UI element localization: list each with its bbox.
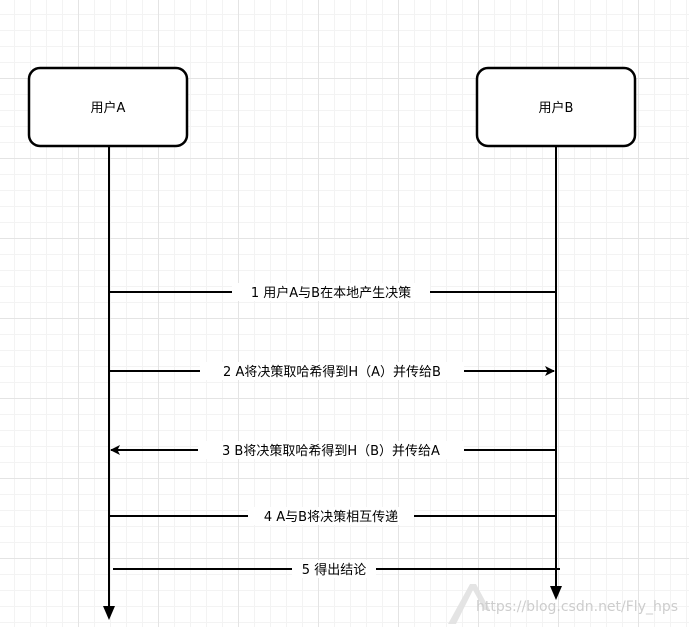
actor-user-a-box bbox=[27, 66, 189, 148]
message-5-label-bg bbox=[292, 560, 376, 578]
message-2-label: 2 A将决策取哈希得到H（A）并传给B bbox=[223, 364, 441, 380]
actor-user-a-label: 用户A bbox=[91, 100, 126, 116]
actor-user-b-box bbox=[475, 66, 637, 148]
actor-user-a[interactable]: 用户A bbox=[27, 66, 189, 148]
message-1-label-bg bbox=[232, 283, 430, 301]
message-2[interactable]: 2 A将决策取哈希得到H（A）并传给B bbox=[109, 362, 555, 380]
message-2-label-bg bbox=[200, 362, 464, 380]
message-3-label: 3 B将决策取哈希得到H（B）并传给A bbox=[222, 443, 440, 459]
actor-user-b[interactable]: 用户B bbox=[475, 66, 637, 148]
message-1[interactable]: 1 用户A与B在本地产生决策 bbox=[109, 283, 556, 301]
actor-user-b-label: 用户B bbox=[539, 100, 574, 116]
message-3[interactable]: 3 B将决策取哈希得到H（B）并传给A bbox=[110, 441, 556, 459]
message-4[interactable]: 4 A与B将决策相互传递 bbox=[109, 507, 556, 525]
lifeline-user-b-arrowhead bbox=[550, 586, 562, 600]
lifeline-user-a-arrowhead bbox=[103, 606, 115, 620]
message-5[interactable]: 5 得出结论 bbox=[113, 560, 560, 578]
message-5-label: 5 得出结论 bbox=[302, 562, 366, 578]
watermark: https://blog.csdn.net/Fly_hps bbox=[448, 584, 678, 624]
watermark-logo-icon bbox=[448, 584, 490, 624]
message-4-label: 4 A与B将决策相互传递 bbox=[264, 509, 398, 525]
message-3-label-bg bbox=[198, 441, 464, 459]
watermark-text: https://blog.csdn.net/Fly_hps bbox=[476, 599, 678, 615]
message-4-label-bg bbox=[248, 507, 414, 525]
message-1-label: 1 用户A与B在本地产生决策 bbox=[251, 285, 411, 301]
